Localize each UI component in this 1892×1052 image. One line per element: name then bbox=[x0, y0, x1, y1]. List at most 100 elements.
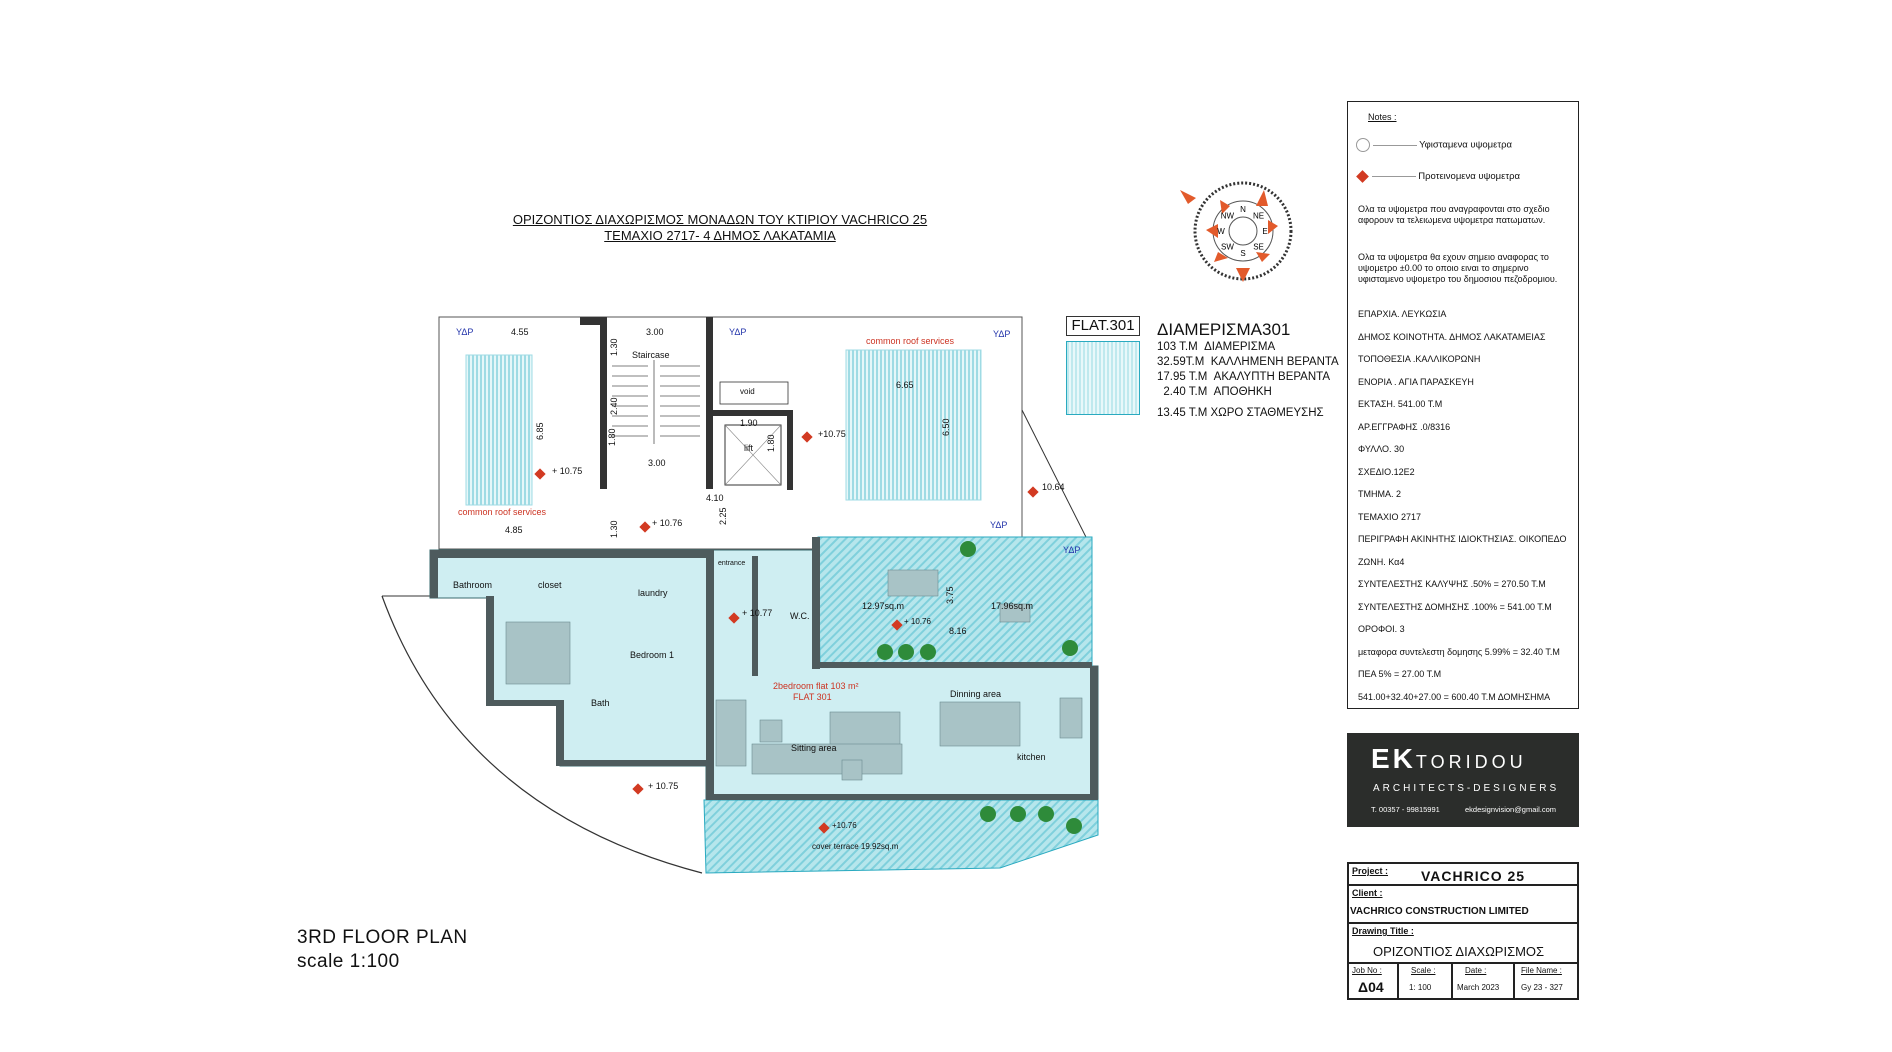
flat-name: ΔΙΑΜΕΡΙΣΜΑ301 bbox=[1157, 320, 1291, 339]
notes-item: μεταφορα συντελεστη δομησης 5.99% = 32.4… bbox=[1358, 647, 1560, 657]
scale-value: 1: 100 bbox=[1409, 983, 1432, 992]
label-terrace-2: 17.96sq.m bbox=[991, 601, 1034, 611]
notes-item: ΟΡΟΦΟΙ. 3 bbox=[1358, 624, 1405, 634]
label-ydp-2: ΥΔΡ bbox=[729, 327, 747, 337]
flat-area-row: 13.45 T.M ΧΩΡΟ ΣΤΑΘΜΕΥΣΗΣ bbox=[1157, 407, 1324, 419]
notes-item: ΦΥΛΛΟ. 30 bbox=[1358, 444, 1405, 454]
compass-label: W bbox=[1217, 227, 1225, 236]
label-bath: Bath bbox=[591, 698, 610, 708]
compass-label: NW bbox=[1221, 211, 1235, 220]
legend-proposed: Προτεινομενα υψομετρα bbox=[1356, 170, 1521, 183]
floor-plan-title: 3RD FLOOR PLAN scale 1:100 bbox=[297, 926, 468, 974]
level-1076b: +10.76 bbox=[832, 821, 857, 830]
notes-item: ΤΕΜΑΧΙΟ 2717 bbox=[1358, 512, 1422, 522]
compass-label: N bbox=[1240, 205, 1246, 214]
level-1077: + 10.77 bbox=[742, 608, 773, 618]
compass-label: E bbox=[1262, 227, 1267, 236]
furniture bbox=[505, 569, 1083, 781]
flat-area-row: 103 T.M ΔΙΑΜΕΡΙΣΜΑ bbox=[1157, 341, 1276, 353]
logo-wordmark: EKTORIDOU bbox=[1371, 743, 1527, 775]
dim-300a: 3.00 bbox=[646, 327, 664, 337]
label-ydp-1: ΥΔΡ bbox=[456, 327, 474, 337]
label-dinning: Dinning area bbox=[950, 689, 1002, 699]
notes-item: ΤΜΗΜΑ. 2 bbox=[1358, 489, 1402, 499]
notes-paragraph-2: Ολα τα υψομετρα θα εχουν σημειο αναφορας… bbox=[1358, 252, 1558, 284]
plants bbox=[877, 541, 1082, 834]
label-ydp-5: ΥΔΡ bbox=[1063, 545, 1081, 555]
dim-130a: 1.30 bbox=[609, 338, 619, 356]
dim-300b: 3.00 bbox=[648, 458, 666, 468]
file-label: File Name : bbox=[1521, 966, 1562, 975]
existing-level-icon bbox=[1356, 138, 1370, 152]
label-flat-no: FLAT 301 bbox=[793, 692, 832, 702]
flat-area-row: 32.59T.M ΚΑΛΛΗΜΕΝΗ ΒΕΡΑΝΤΑ bbox=[1157, 356, 1339, 368]
label-flat-desc: 2bedroom flat 103 m² bbox=[773, 681, 859, 691]
dim-240: 2.40 bbox=[609, 397, 619, 415]
compass-label: S bbox=[1240, 249, 1245, 258]
legend-proposed-label: Προτεινομενα υψομετρα bbox=[1418, 171, 1521, 182]
flat-area-list: 103 T.M ΔΙΑΜΕΡΙΣΜΑ 32.59T.M ΚΑΛΛΗΜΕΝΗ ΒΕ… bbox=[1157, 340, 1339, 421]
notes-item: ΔΗΜΟΣ ΚΟΙΝΟΤΗΤΑ. ΔΗΜΟΣ ΛΑΚΑΤΑΜΕΙΑΣ bbox=[1358, 332, 1546, 342]
legend-existing-label: Υφισταμενα υψομετρα bbox=[1419, 139, 1513, 151]
compass-label: NE bbox=[1253, 211, 1264, 220]
notes-item: ΣΥΝΤΕΛΕΣΤΗΣ ΔΟΜΗΣΗΣ .100% = 541.00 Τ.Μ bbox=[1358, 602, 1552, 612]
level-1075c: + 10.75 bbox=[648, 781, 679, 791]
compass-label: SW bbox=[1221, 243, 1234, 252]
level-markers bbox=[534, 431, 1039, 834]
logo-email: ekdesignvision@gmail.com bbox=[1465, 805, 1556, 814]
label-closet: closet bbox=[538, 580, 562, 590]
label-staircase: Staircase bbox=[632, 350, 670, 360]
header-line-1: ΟΡΙΖΟΝΤΙΟΣ ΔΙΑΧΩΡΙΣΜΟΣ ΜΟΝΑΔΩΝ ΤΟΥ ΚΤΙΡΙ… bbox=[512, 212, 928, 227]
label-ydp-3: ΥΔΡ bbox=[993, 329, 1011, 339]
level-1064: 10.64 bbox=[1042, 482, 1065, 492]
label-bathroom: Bathroom bbox=[453, 580, 493, 590]
dim-650: 6.50 bbox=[941, 418, 951, 436]
label-common-roof-left: common roof services bbox=[458, 507, 547, 517]
job-label: Job No : bbox=[1352, 966, 1382, 975]
dim-375: 3.75 bbox=[945, 586, 955, 604]
roof-service-panel-right bbox=[845, 349, 982, 501]
notes-item: ΕΚΤΑΣΗ. 541.00 Τ.Μ bbox=[1358, 399, 1443, 409]
logo-toridou: TORIDOU bbox=[1415, 752, 1527, 772]
drawing-header: ΟΡΙΖΟΝΤΙΟΣ ΔΙΑΧΩΡΙΣΜΟΣ ΜΟΝΑΔΩΝ ΤΟΥ ΚΤΙΡΙ… bbox=[420, 212, 1020, 244]
label-entrance: entrance bbox=[718, 560, 746, 567]
logo-phone: T. 00357 - 99815991 bbox=[1371, 805, 1440, 814]
dim-816: 8.16 bbox=[949, 626, 967, 636]
label-wc: W.C. bbox=[790, 611, 810, 621]
dim-685: 6.85 bbox=[535, 422, 545, 440]
roof-outline bbox=[438, 316, 1023, 550]
open-terrace bbox=[817, 536, 1093, 667]
level-1076c: + 10.76 bbox=[904, 617, 931, 626]
label-ydp-4: ΥΔΡ bbox=[990, 520, 1008, 530]
date-value: March 2023 bbox=[1457, 983, 1500, 992]
company-logo: EKTORIDOU ARCHITECTS-DESIGNERS T. 00357 … bbox=[1347, 733, 1579, 827]
staircase-treads bbox=[612, 360, 700, 444]
dim-410: 4.10 bbox=[706, 493, 724, 503]
notes-heading: Notes : bbox=[1368, 112, 1397, 122]
dim-485: 4.85 bbox=[505, 525, 523, 535]
roof-service-panel-left bbox=[465, 354, 533, 506]
dim-225: 2.25 bbox=[718, 507, 728, 525]
dim-180b: 1.80 bbox=[766, 434, 776, 452]
label-laundry: laundry bbox=[638, 588, 668, 598]
label-kitchen: kitchen bbox=[1017, 752, 1046, 762]
dim-130b: 1.30 bbox=[609, 520, 619, 538]
notes-paragraph-1: Ολα τα υψομετρα που αναγραφονται στο σχε… bbox=[1358, 204, 1550, 225]
flat-hatch-swatch bbox=[1066, 341, 1140, 415]
label-common-roof-right: common roof services bbox=[866, 336, 955, 346]
date-label: Date : bbox=[1465, 966, 1487, 975]
notes-item: ΤΟΠΟΘΕΣΙΑ .ΚΑΛΛΙΚΟΡΩΝΗ bbox=[1358, 354, 1481, 364]
floor-plan-scale: scale 1:100 bbox=[297, 951, 400, 972]
boundary-arc bbox=[381, 595, 703, 874]
client-label: Client : bbox=[1352, 888, 1383, 898]
project-label: Project : bbox=[1352, 866, 1389, 876]
void-box bbox=[719, 381, 789, 405]
drawing-title-label: Drawing Title : bbox=[1352, 926, 1414, 936]
label-cover-terrace: cover terrace 19.92sq.m bbox=[812, 842, 899, 851]
client-value: VACHRICO CONSTRUCTION LIMITED bbox=[1350, 906, 1529, 917]
dim-180a: 1.80 bbox=[607, 428, 617, 446]
label-sitting: Sitting area bbox=[791, 743, 837, 753]
label-bedroom: Bedroom 1 bbox=[630, 650, 675, 660]
header-line-2: ΤΕΜΑΧΙΟ 2717- 4 ΔΗΜΟΣ ΛΑΚΑΤΑΜΙΑ bbox=[604, 228, 836, 243]
flat-label: FLAT.301 bbox=[1066, 316, 1140, 336]
